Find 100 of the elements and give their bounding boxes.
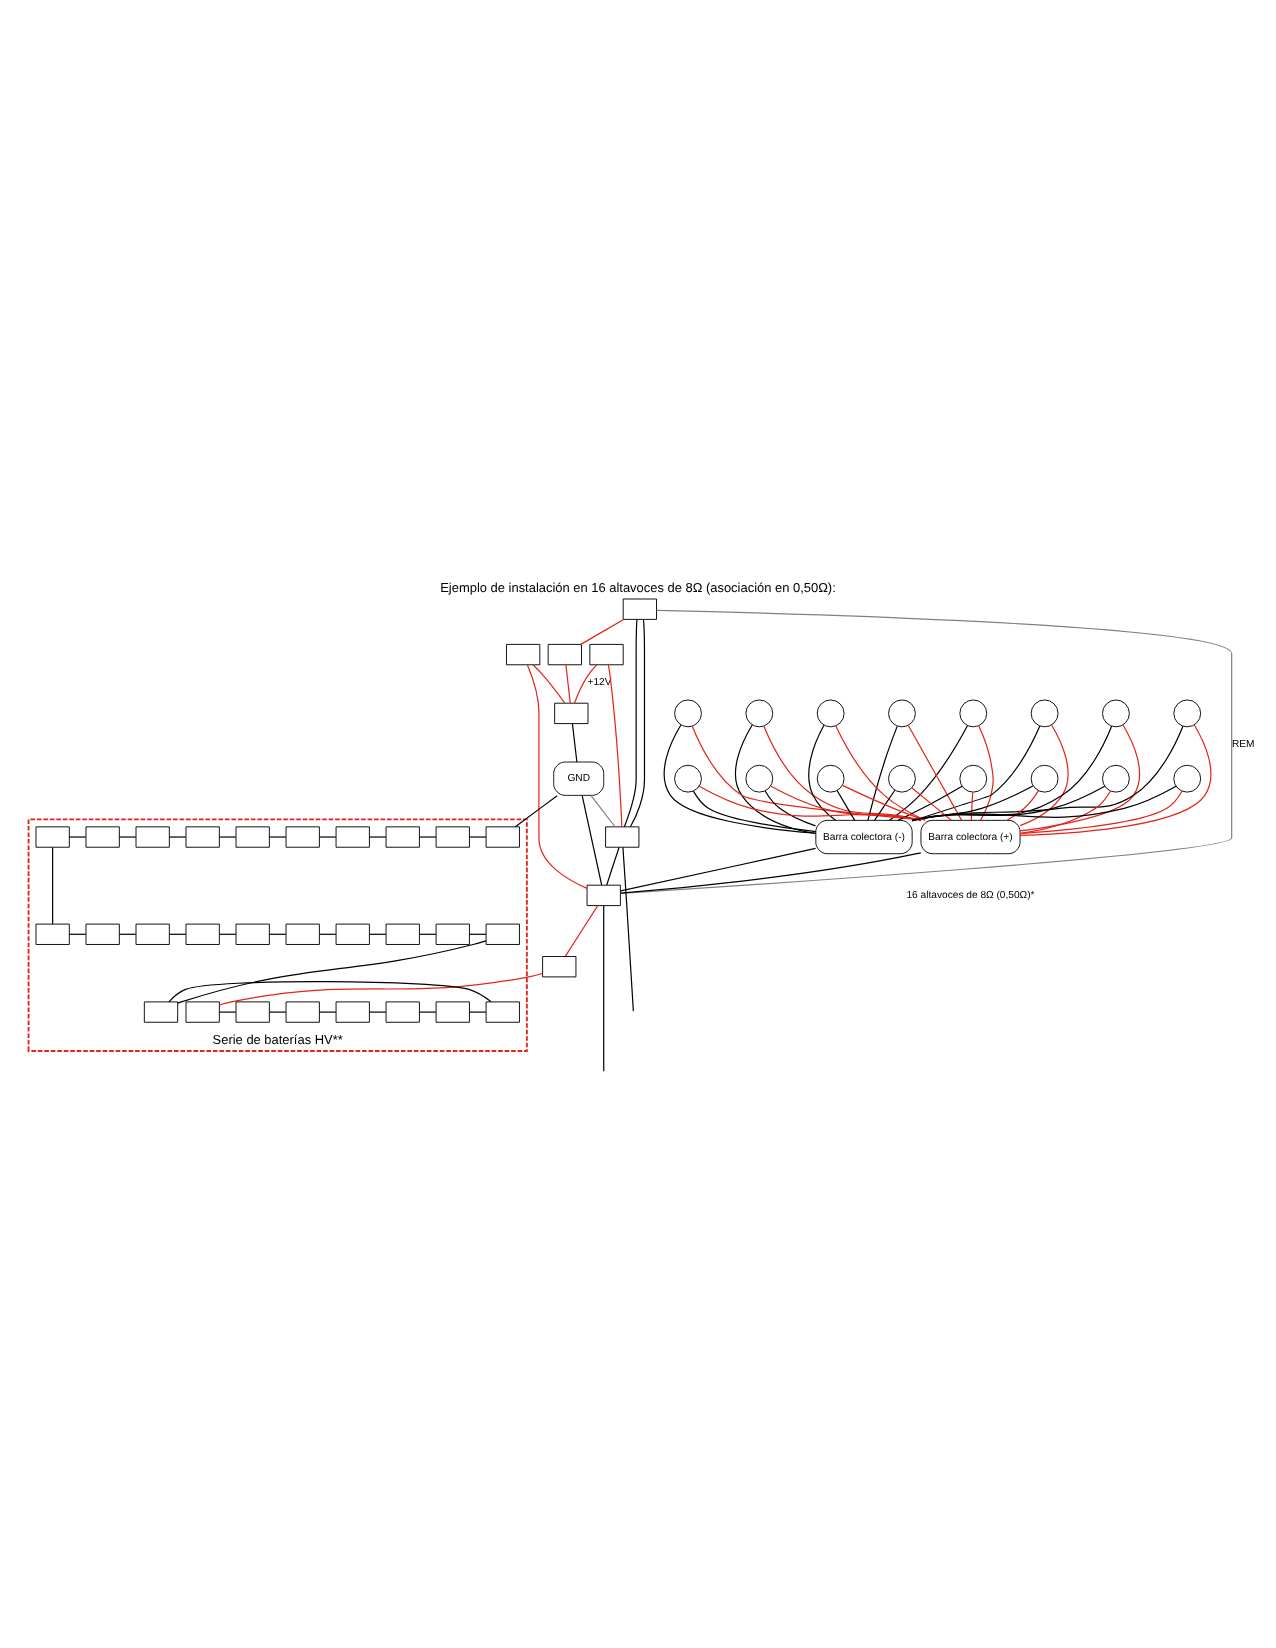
connector [468, 835, 487, 837]
connector [907, 723, 963, 820]
connector [118, 835, 137, 837]
connector [620, 846, 817, 891]
connector [268, 835, 287, 837]
connector [911, 784, 1177, 820]
connector [619, 608, 1233, 893]
node-box [35, 825, 70, 847]
node-box [285, 825, 320, 847]
node-box [335, 825, 370, 847]
node-box [335, 922, 370, 944]
node-circle [959, 698, 988, 727]
connector [1019, 723, 1069, 826]
node-box [185, 922, 220, 944]
connector [580, 617, 625, 644]
connector [1019, 723, 1212, 836]
connector [911, 724, 1113, 821]
connector [897, 784, 963, 820]
node-circle [674, 763, 702, 792]
connector [911, 724, 1041, 821]
node-box [485, 922, 520, 944]
node-circle [1173, 763, 1202, 792]
connector [581, 794, 603, 885]
node-box [485, 825, 520, 847]
node-circle [745, 763, 774, 792]
node-box [385, 922, 420, 944]
connector [168, 835, 187, 837]
connector [177, 939, 487, 1003]
connector [218, 1010, 237, 1012]
node-box [85, 825, 120, 847]
node-circle [1030, 763, 1059, 792]
connector [606, 845, 620, 885]
connector [911, 784, 1106, 820]
node-circle [1173, 698, 1202, 727]
connector [808, 723, 837, 820]
node-box [435, 1000, 470, 1022]
node-box [285, 922, 320, 944]
node-box [85, 922, 120, 944]
connector [836, 788, 856, 820]
connector [911, 786, 952, 820]
connector [692, 789, 817, 832]
connector [970, 790, 974, 820]
connector [571, 722, 578, 762]
node-box [235, 922, 270, 944]
connector [867, 724, 898, 820]
connector [52, 845, 54, 924]
connector [842, 783, 926, 820]
node-circle [816, 698, 845, 727]
connector [698, 784, 922, 820]
connector [565, 663, 571, 703]
connector [573, 663, 598, 703]
node-box [135, 922, 170, 944]
connector [168, 980, 492, 1002]
connector [418, 1010, 437, 1012]
node-circle [1102, 698, 1130, 727]
connector [368, 835, 387, 837]
connector [218, 835, 237, 837]
connector [318, 835, 337, 837]
connector [564, 904, 599, 956]
connector [691, 724, 922, 820]
connector [532, 663, 566, 703]
connector [623, 617, 638, 827]
node-box [235, 1000, 270, 1022]
connector [1019, 789, 1183, 834]
connector [418, 835, 437, 837]
connector [1006, 789, 1040, 820]
node-box [385, 1000, 420, 1022]
connector [978, 724, 994, 820]
connector [368, 1010, 387, 1012]
connector [911, 784, 1034, 821]
node-box [385, 825, 420, 847]
connector [911, 724, 1184, 820]
connector [1019, 723, 1141, 831]
node-circle [674, 698, 702, 727]
connector [663, 723, 817, 833]
connector [318, 1010, 337, 1012]
node-box [285, 1000, 320, 1022]
node-box [35, 922, 70, 944]
node-box [554, 701, 589, 724]
node-box [542, 955, 577, 977]
connector [629, 617, 646, 827]
connector [218, 971, 543, 1005]
connector [764, 789, 817, 826]
connector [603, 904, 605, 1071]
node-circle [1030, 698, 1059, 727]
node-circle [816, 763, 845, 792]
connector [590, 794, 616, 827]
connector [763, 724, 922, 821]
node-circle [888, 763, 916, 792]
connector [514, 794, 558, 827]
node-box [586, 883, 621, 906]
node-box [235, 825, 270, 847]
node-box [622, 597, 657, 619]
node-box [589, 642, 624, 665]
connector [468, 1010, 487, 1012]
node-circle [745, 698, 774, 727]
connector [874, 788, 896, 820]
node-box [547, 642, 582, 665]
connector [619, 851, 922, 893]
connector [68, 835, 87, 837]
